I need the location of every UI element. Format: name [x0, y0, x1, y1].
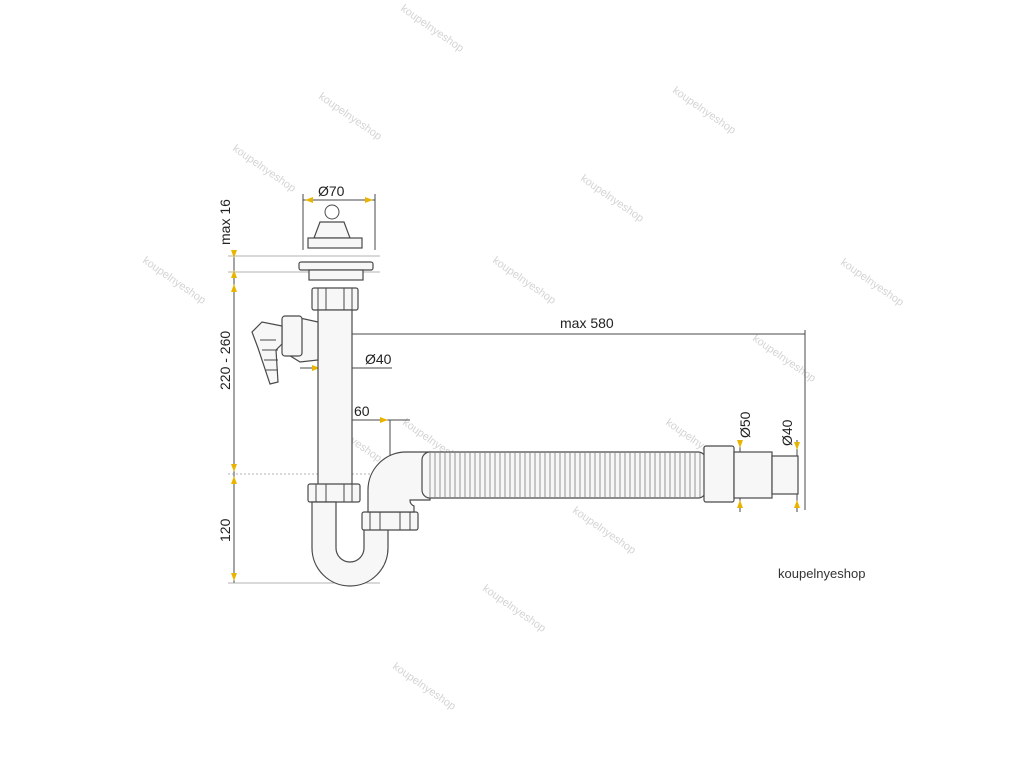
arrow-marker: [312, 365, 320, 371]
strainer-body: [308, 269, 364, 281]
plug-ring: [324, 204, 340, 220]
outlet-inner-label: Ø40: [779, 419, 795, 446]
watermark-text: koupelnyeshop: [750, 333, 818, 385]
watermark-text: koupelnyeshop: [670, 85, 738, 137]
corrugation-lines: [429, 453, 701, 497]
watermark-text: koupelnyeshop: [838, 257, 906, 309]
arrow-marker: [794, 500, 800, 508]
plug-stopper: [313, 221, 351, 239]
watermark-text: koupelnyeshop: [570, 505, 638, 557]
vertical-pipe: [317, 309, 353, 487]
arrow-marker: [365, 197, 373, 203]
arrow-marker: [794, 442, 800, 450]
arrow-marker: [380, 417, 388, 423]
arrow-marker: [737, 500, 743, 508]
watermark-text: koupelnyeshop: [230, 143, 298, 195]
max-length-label: max 580: [560, 315, 614, 331]
offset-label: 60: [354, 403, 370, 419]
outlet-pipe: [733, 451, 773, 499]
height-range-label: 220 - 260: [217, 331, 233, 390]
max-depth-label: max 16: [217, 199, 233, 245]
top-diameter-label: Ø70: [318, 183, 345, 199]
plug-cap: [307, 237, 363, 249]
arrow-marker: [231, 284, 237, 292]
outlet-spigot: [771, 455, 799, 495]
watermark-text: koupelnyeshop: [398, 3, 466, 55]
outlet-collar: [703, 445, 735, 503]
arrow-marker: [231, 270, 237, 278]
watermark-text: koupelnyeshop: [390, 661, 458, 713]
brand-label: koupelnyeshop: [778, 566, 866, 581]
elbow: [367, 451, 431, 513]
hose-nozzle: [251, 321, 283, 385]
arrow-marker: [231, 250, 237, 258]
u-trap: [311, 501, 389, 587]
arrow-marker: [231, 573, 237, 581]
arrow-marker: [305, 197, 313, 203]
watermark-text: koupelnyeshop: [578, 173, 646, 225]
siphon-body: [251, 204, 799, 587]
arrow-marker: [231, 476, 237, 484]
dimension-labels: Ø70 max 16 220 - 260 max 580 Ø40 60 120 …: [217, 183, 795, 542]
outlet-outer-label: Ø50: [737, 411, 753, 438]
strainer-flange: [298, 261, 374, 271]
upper-nut: [311, 287, 359, 311]
arrow-marker: [231, 464, 237, 472]
lower-height-label: 120: [217, 518, 233, 542]
arrow-marker: [737, 440, 743, 448]
watermark-layer: koupelnyeshop koupelnyeshop koupelnyesho…: [140, 3, 906, 713]
side-nut: [281, 315, 303, 357]
watermark-text: koupelnyeshop: [316, 91, 384, 143]
watermark-text: koupelnyeshop: [140, 255, 208, 307]
corrugated-hose: [421, 451, 707, 499]
watermark-text: koupelnyeshop: [480, 583, 548, 635]
watermark-text: koupelnyeshop: [490, 255, 558, 307]
pipe-diameter-label: Ø40: [365, 351, 392, 367]
